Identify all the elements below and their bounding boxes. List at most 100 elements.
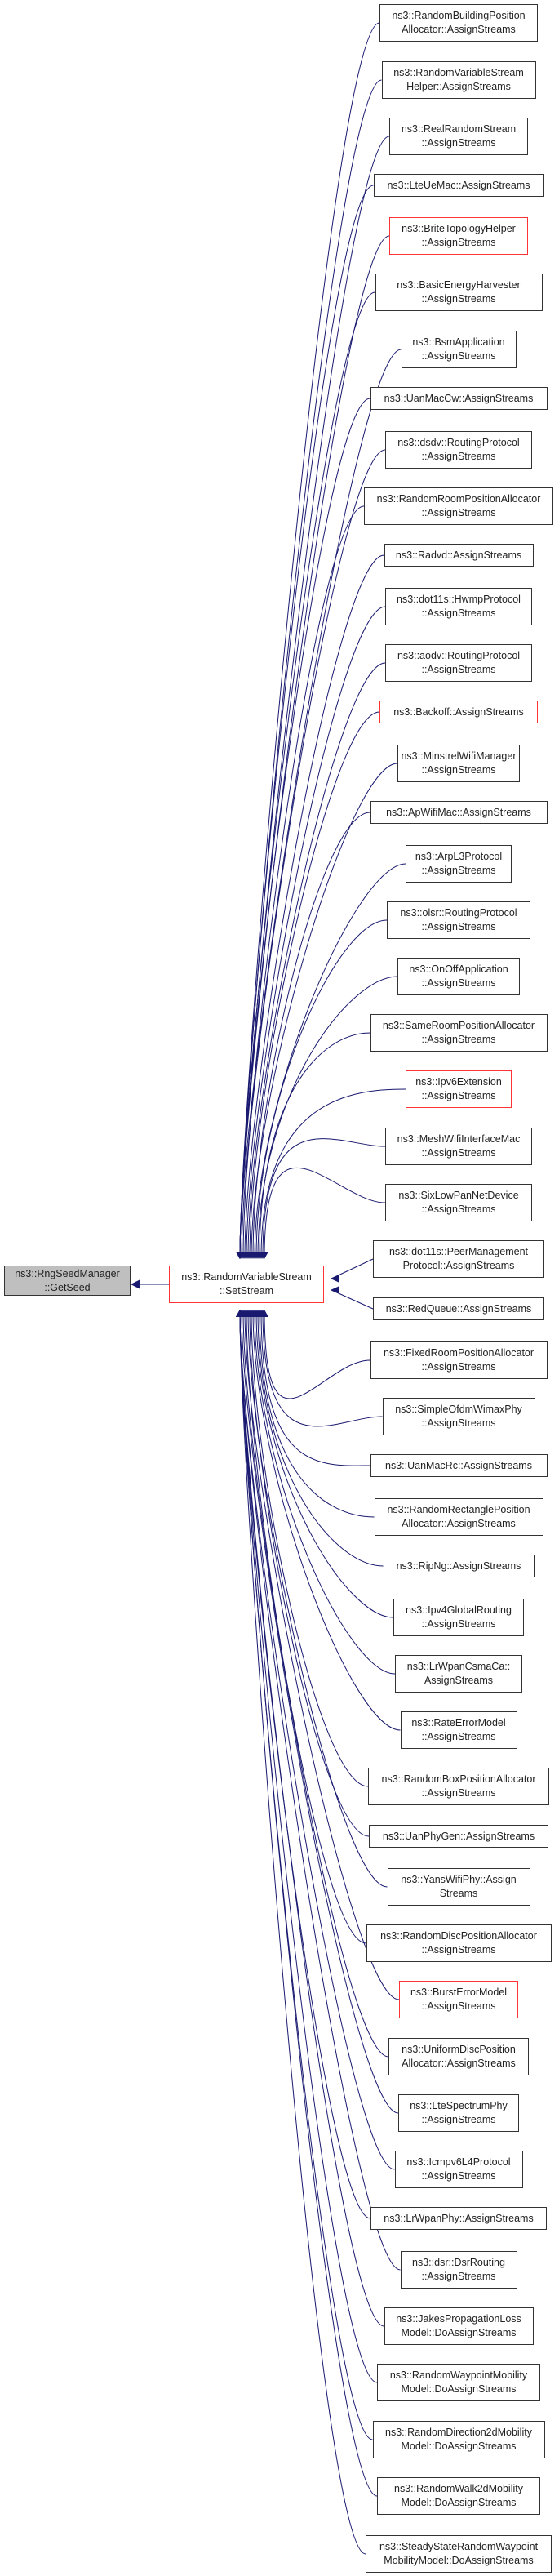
call-edge [239, 1310, 378, 2383]
node-label-line: ::AssignStreams [421, 921, 496, 932]
node-label-line: ns3::Backoff::AssignStreams [393, 705, 524, 718]
call-edge [254, 863, 406, 1259]
caller-node[interactable]: ns3::Ipv4GlobalRouting::AssignStreams [393, 1599, 524, 1636]
caller-node[interactable]: ns3::Backoff::AssignStreams [379, 701, 538, 723]
node-label-line: Allocator::AssignStreams [402, 1518, 516, 1529]
caller-node[interactable]: ns3::RandomRoomPositionAllocator::Assign… [364, 487, 553, 525]
node-label-line: ns3::dsr::DsrRouting [412, 2257, 505, 2268]
caller-node[interactable]: ns3::RealRandomStream::AssignStreams [389, 118, 528, 155]
node-label-line: ::AssignStreams [421, 2114, 496, 2125]
caller-node[interactable]: ns3::SixLowPanNetDevice::AssignStreams [385, 1184, 532, 1221]
call-edge [244, 554, 384, 1259]
caller-node[interactable]: ns3::RandomDiscPositionAllocator::Assign… [366, 1924, 552, 1962]
caller-node[interactable]: ns3::FixedRoomPositionAllocator::AssignS… [370, 1341, 548, 1379]
caller-node[interactable]: ns3::aodv::RoutingProtocol::AssignStream… [385, 644, 532, 682]
caller-node[interactable]: ns3::RateErrorModel::AssignStreams [400, 1711, 517, 1749]
call-edge [246, 606, 386, 1259]
caller-node[interactable]: ns3::Radvd::AssignStreams [384, 544, 534, 567]
caller-node[interactable]: ns3::LteSpectrumPhy::AssignStreams [398, 2094, 519, 2132]
node-label-line: ns3::Ipv4GlobalRouting [406, 1604, 512, 1616]
call-edge [247, 662, 386, 1259]
node-label-line: ns3::LteUeMac::AssignStreams [387, 179, 530, 191]
node-label-line: ::AssignStreams [421, 1787, 496, 1799]
caller-node[interactable]: ns3::LrWpanPhy::AssignStreams [370, 2207, 547, 2230]
caller-node[interactable]: ns3::MeshWifiInterfaceMac::AssignStreams [385, 1128, 532, 1165]
caller-node[interactable]: ns3::UanMacCw::AssignStreams [370, 387, 548, 410]
caller-node[interactable]: ns3::LteUeMac::AssignStreams [373, 174, 544, 197]
node-label-line: ns3::RandomVariableStream [181, 1271, 312, 1283]
caller-node[interactable]: ns3::LrWpanCsmaCa::AssignStreams [395, 1655, 522, 1693]
caller-node[interactable]: ns3::Ipv6Extension::AssignStreams [406, 1070, 512, 1108]
call-edge [249, 711, 380, 1259]
call-edge [262, 1138, 386, 1259]
node-label-line: ::AssignStreams [421, 137, 496, 149]
caller-node[interactable]: ns3::BriteTopologyHelper::AssignStreams [389, 217, 528, 255]
node-label-line: ::AssignStreams [421, 507, 496, 518]
node-label-line: ::AssignStreams [421, 764, 496, 776]
node-label-line: ::AssignStreams [421, 1147, 496, 1159]
node-label-line: ns3::RandomDiscPositionAllocator [380, 1930, 537, 1942]
node-randomvariablestream-setstream[interactable]: ns3::RandomVariableStream ::SetStream [169, 1266, 324, 1303]
caller-node[interactable]: ns3::BurstErrorModel::AssignStreams [399, 1981, 518, 2018]
arrowhead-icon [236, 1310, 244, 1317]
caller-node[interactable]: ns3::dot11s::HwmpProtocol::AssignStreams [385, 588, 532, 625]
caller-node[interactable]: ns3::MinstrelWifiManager::AssignStreams [397, 745, 520, 782]
call-edge [239, 136, 390, 1259]
call-edge [242, 1310, 389, 2058]
node-label-line: Protocol::AssignStreams [402, 1260, 515, 1271]
caller-node[interactable]: ns3::dsr::DsrRouting::AssignStreams [400, 2251, 517, 2289]
caller-node[interactable]: ns3::dsdv::RoutingProtocol::AssignStream… [385, 431, 532, 469]
caller-node[interactable]: ns3::Icmpv6L4Protocol::AssignStreams [394, 2151, 523, 2188]
caller-node[interactable]: ns3::UanMacRc::AssignStreams [370, 1454, 548, 1477]
node-label-line: ns3::RealRandomStream [401, 123, 517, 135]
caller-node[interactable]: ns3::olsr::RoutingProtocol::AssignStream… [387, 901, 530, 939]
caller-node[interactable]: ns3::SimpleOfdmWimaxPhy::AssignStreams [382, 1398, 535, 1435]
node-label-line: ns3::BasicEnergyHarvester [397, 279, 521, 291]
node-rngseedmanager-getseed: ns3::RngSeedManager ::GetSeed [4, 1266, 131, 1296]
caller-node[interactable]: ns3::ApWifiMac::AssignStreams [370, 801, 548, 824]
caller-node[interactable]: ns3::SameRoomPositionAllocator::AssignSt… [370, 1014, 548, 1052]
caller-node[interactable]: ns3::RandomBoxPositionAllocator::AssignS… [368, 1768, 549, 1805]
call-edge [239, 1310, 373, 2440]
node-label-line: ::AssignStreams [421, 293, 496, 305]
call-edge [239, 185, 374, 1259]
caller-node[interactable]: ns3::UanPhyGen::AssignStreams [369, 1825, 548, 1848]
node-label-line: ::AssignStreams [421, 1944, 496, 1955]
call-edge [241, 1310, 399, 2114]
call-edge [255, 919, 388, 1259]
node-label-line: ::SetStream [220, 1285, 273, 1297]
call-edge [249, 1310, 370, 1837]
node-label-line: ns3::MinstrelWifiManager [401, 750, 517, 762]
caller-node[interactable]: ns3::BsmApplication::AssignStreams [401, 331, 517, 368]
call-edge [241, 449, 386, 1259]
caller-node[interactable]: ns3::BasicEnergyHarvester::AssignStreams [375, 274, 543, 311]
call-edge [254, 1310, 396, 1675]
node-label-line: ns3::UniformDiscPosition [402, 2044, 516, 2055]
node-label-line: Model::DoAssignStreams [401, 2440, 517, 2452]
node-label-line: ns3::RandomRoomPositionAllocator [376, 493, 541, 505]
caller-node[interactable]: ns3::RipNg::AssignStreams [383, 1555, 535, 1577]
node-label-line: ns3::RandomRectanglePosition [387, 1504, 530, 1515]
node-label-line: ::AssignStreams [421, 2000, 496, 2012]
caller-node[interactable]: ns3::ArpL3Protocol::AssignStreams [406, 845, 512, 883]
call-edge [260, 1310, 370, 1466]
arrowhead-icon [131, 1279, 140, 1289]
node-label-line: ::AssignStreams [421, 2170, 496, 2182]
caller-node[interactable]: ns3::OnOffApplication::AssignStreams [397, 958, 520, 995]
call-edge [244, 1310, 400, 2000]
call-edge [239, 79, 382, 1259]
call-edge [252, 812, 370, 1259]
caller-node[interactable]: ns3::RedQueue::AssignStreams [373, 1297, 544, 1320]
arrowhead-icon [260, 1252, 268, 1259]
